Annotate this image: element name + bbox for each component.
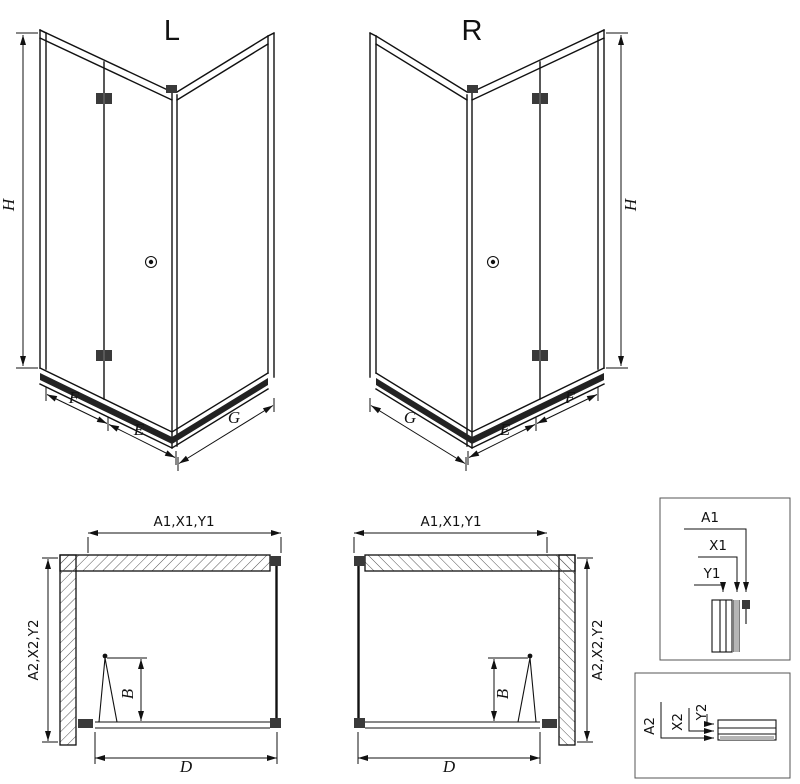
detail-label-y1: Y1 [703, 566, 721, 582]
wall-profile-section-horizontal [717, 719, 777, 741]
dim-label-d-right: D [442, 757, 456, 776]
callout-y2 [704, 714, 714, 727]
plan-view-right [354, 533, 593, 764]
dim-label-b-right: B [493, 688, 512, 699]
detail-label-y2: Y2 [694, 704, 710, 722]
detail-label-a1: A1 [701, 510, 719, 526]
detail-box-border [659, 497, 791, 661]
dim-label-b-left: B [118, 688, 137, 699]
dim-label-a2x2y2-left: A2,X2,Y2 [26, 619, 42, 680]
detail-top-profile: A1 X1 Y1 [659, 497, 791, 661]
dim-label-g-left: G [228, 408, 240, 427]
callout-x2 [688, 708, 714, 734]
enclosure-3d-left-view [16, 30, 274, 471]
dim-label-e-left: E [133, 420, 145, 439]
detail-label-x1: X1 [709, 538, 727, 554]
dim-label-e-right: E [499, 420, 511, 439]
plan-view-left [42, 533, 281, 764]
detail-box-border [634, 672, 791, 779]
dim-label-h-left: H [0, 197, 18, 212]
dim-label-h-right: H [621, 197, 640, 212]
dim-label-a1x1y1-left: A1,X1,Y1 [153, 514, 214, 530]
detail-label-x2: X2 [670, 713, 686, 731]
detail-bottom-profile: A2 X2 Y2 [634, 672, 791, 779]
view-title-right: R [462, 15, 483, 47]
dim-label-f-right: F [564, 388, 576, 407]
callout-x1 [698, 556, 740, 592]
wall-profile-section-vertical [711, 599, 750, 653]
enclosure-3d-right-view [370, 30, 628, 471]
dim-label-g-right: G [404, 408, 416, 427]
callout-a2 [660, 702, 714, 741]
callout-a1 [684, 528, 749, 592]
dim-label-a1x1y1-right: A1,X1,Y1 [420, 514, 481, 530]
dim-label-a2x2y2-right: A2,X2,Y2 [590, 619, 606, 680]
dim-label-f-left: F [68, 388, 80, 407]
dim-label-d-left: D [179, 757, 193, 776]
view-title-left: L [164, 15, 180, 47]
detail-label-a2: A2 [642, 717, 658, 735]
callout-y1 [694, 582, 726, 592]
